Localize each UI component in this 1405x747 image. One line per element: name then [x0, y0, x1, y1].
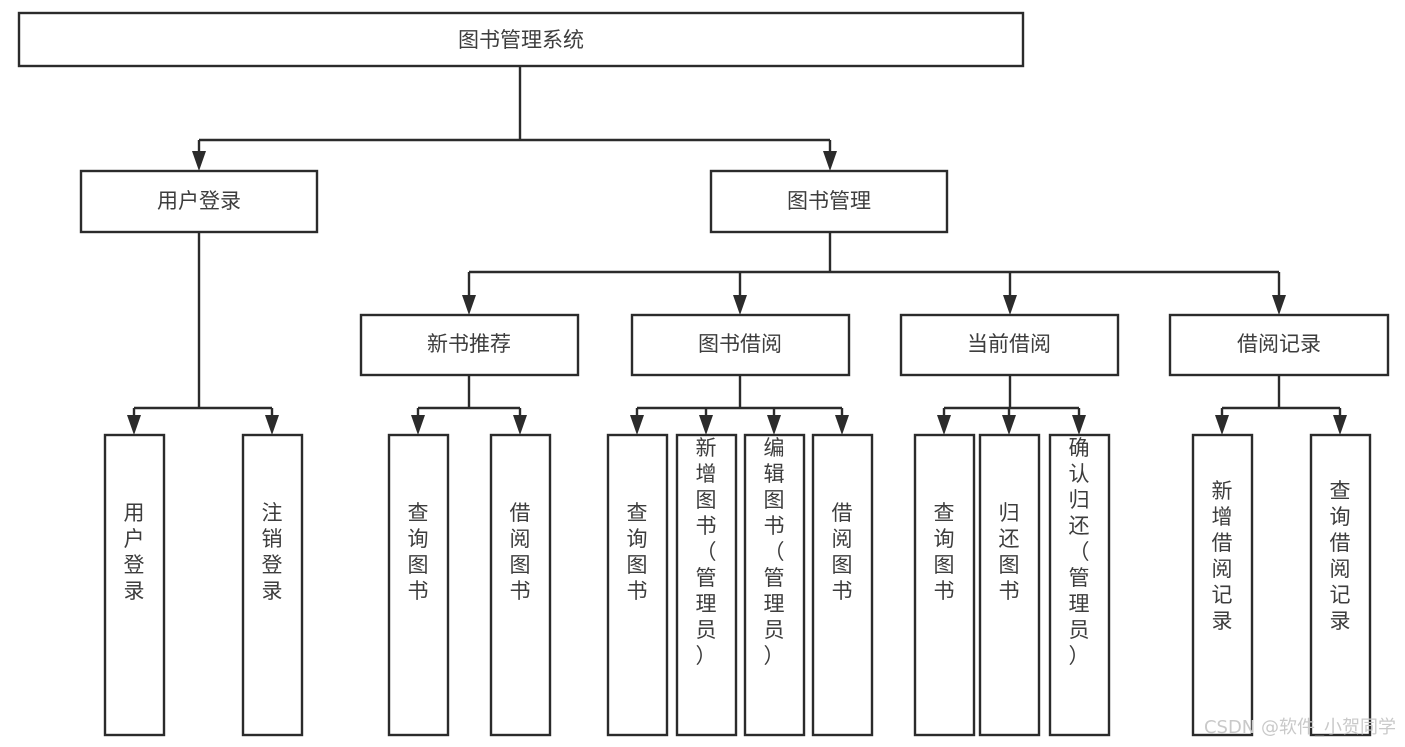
node-book-borrow-label: 图书借阅 — [698, 332, 782, 356]
leaf-current-borrow-query[interactable]: 查询图书 — [913, 433, 976, 737]
connector-user-login-to-leaves — [127, 232, 279, 435]
connector-current-borrow-to-leaves — [937, 375, 1086, 435]
leaf-new-book-query[interactable]: 查询图书 — [387, 433, 450, 737]
leaf-book-borrow-query[interactable]: 查询图书 — [606, 433, 669, 737]
leaf-book-borrow-add[interactable]: 新增图书（管理员） — [675, 433, 738, 737]
leaf-current-borrow-return-label: 归还图书 — [999, 501, 1020, 603]
leaf-new-book-borrow[interactable]: 借阅图书 — [489, 433, 552, 737]
leaf-book-borrow-borrow-label: 借阅图书 — [832, 501, 853, 603]
node-user-login-label: 用户登录 — [157, 189, 241, 213]
leaf-current-borrow-confirm[interactable]: 确认归还（管理员） — [1048, 433, 1111, 737]
leaf-book-borrow-add-label: 新增图书（管理员） — [696, 436, 717, 668]
leaf-user-login-logout-label: 注销登录 — [262, 501, 283, 603]
node-new-book-recommend[interactable]: 新书推荐 — [359, 313, 580, 377]
node-new-book-recommend-label: 新书推荐 — [427, 332, 511, 356]
node-current-borrow-label: 当前借阅 — [967, 332, 1051, 356]
leaf-current-borrow-query-label: 查询图书 — [934, 501, 955, 603]
leaf-book-borrow-borrow[interactable]: 借阅图书 — [811, 433, 874, 737]
connector-book-mgmt-to-level3 — [462, 232, 1286, 315]
node-book-borrow[interactable]: 图书借阅 — [630, 313, 851, 377]
leaf-book-borrow-edit[interactable]: 编辑图书（管理员） — [743, 433, 806, 737]
leaf-borrow-record-query[interactable]: 查询借阅记录 — [1309, 433, 1372, 737]
node-root-system[interactable]: 图书管理系统 — [17, 11, 1025, 68]
leaf-user-login-login-label: 用户登录 — [124, 501, 145, 603]
leaf-current-borrow-return[interactable]: 归还图书 — [978, 433, 1041, 737]
node-root-system-label: 图书管理系统 — [458, 28, 584, 52]
leaf-borrow-record-add[interactable]: 新增借阅记录 — [1191, 433, 1254, 737]
node-borrow-record[interactable]: 借阅记录 — [1168, 313, 1390, 377]
node-book-management-label: 图书管理 — [787, 189, 871, 213]
node-current-borrow[interactable]: 当前借阅 — [899, 313, 1120, 377]
node-book-management[interactable]: 图书管理 — [709, 169, 949, 234]
leaf-book-borrow-query-label: 查询图书 — [627, 501, 648, 603]
leaf-borrow-record-query-label: 查询借阅记录 — [1330, 479, 1351, 633]
leaf-user-login-logout[interactable]: 注销登录 — [241, 433, 304, 737]
leaf-book-borrow-edit-label: 编辑图书（管理员） — [764, 436, 785, 668]
leaf-user-login-login[interactable]: 用户登录 — [103, 433, 166, 737]
leaf-current-borrow-confirm-label: 确认归还（管理员） — [1069, 436, 1090, 668]
leaf-borrow-record-add-label: 新增借阅记录 — [1212, 479, 1233, 633]
connector-book-borrow-to-leaves — [630, 375, 849, 435]
leaf-new-book-borrow-label: 借阅图书 — [510, 501, 531, 603]
node-user-login[interactable]: 用户登录 — [79, 169, 319, 234]
leaf-new-book-query-label: 查询图书 — [408, 501, 429, 603]
connector-new-book-to-leaves — [411, 375, 527, 435]
connector-borrow-record-to-leaves — [1215, 375, 1347, 435]
connector-root-to-level2 — [192, 66, 837, 171]
csdn-watermark: CSDN @软件_小贺同学 — [1204, 717, 1396, 738]
node-borrow-record-label: 借阅记录 — [1237, 332, 1321, 356]
